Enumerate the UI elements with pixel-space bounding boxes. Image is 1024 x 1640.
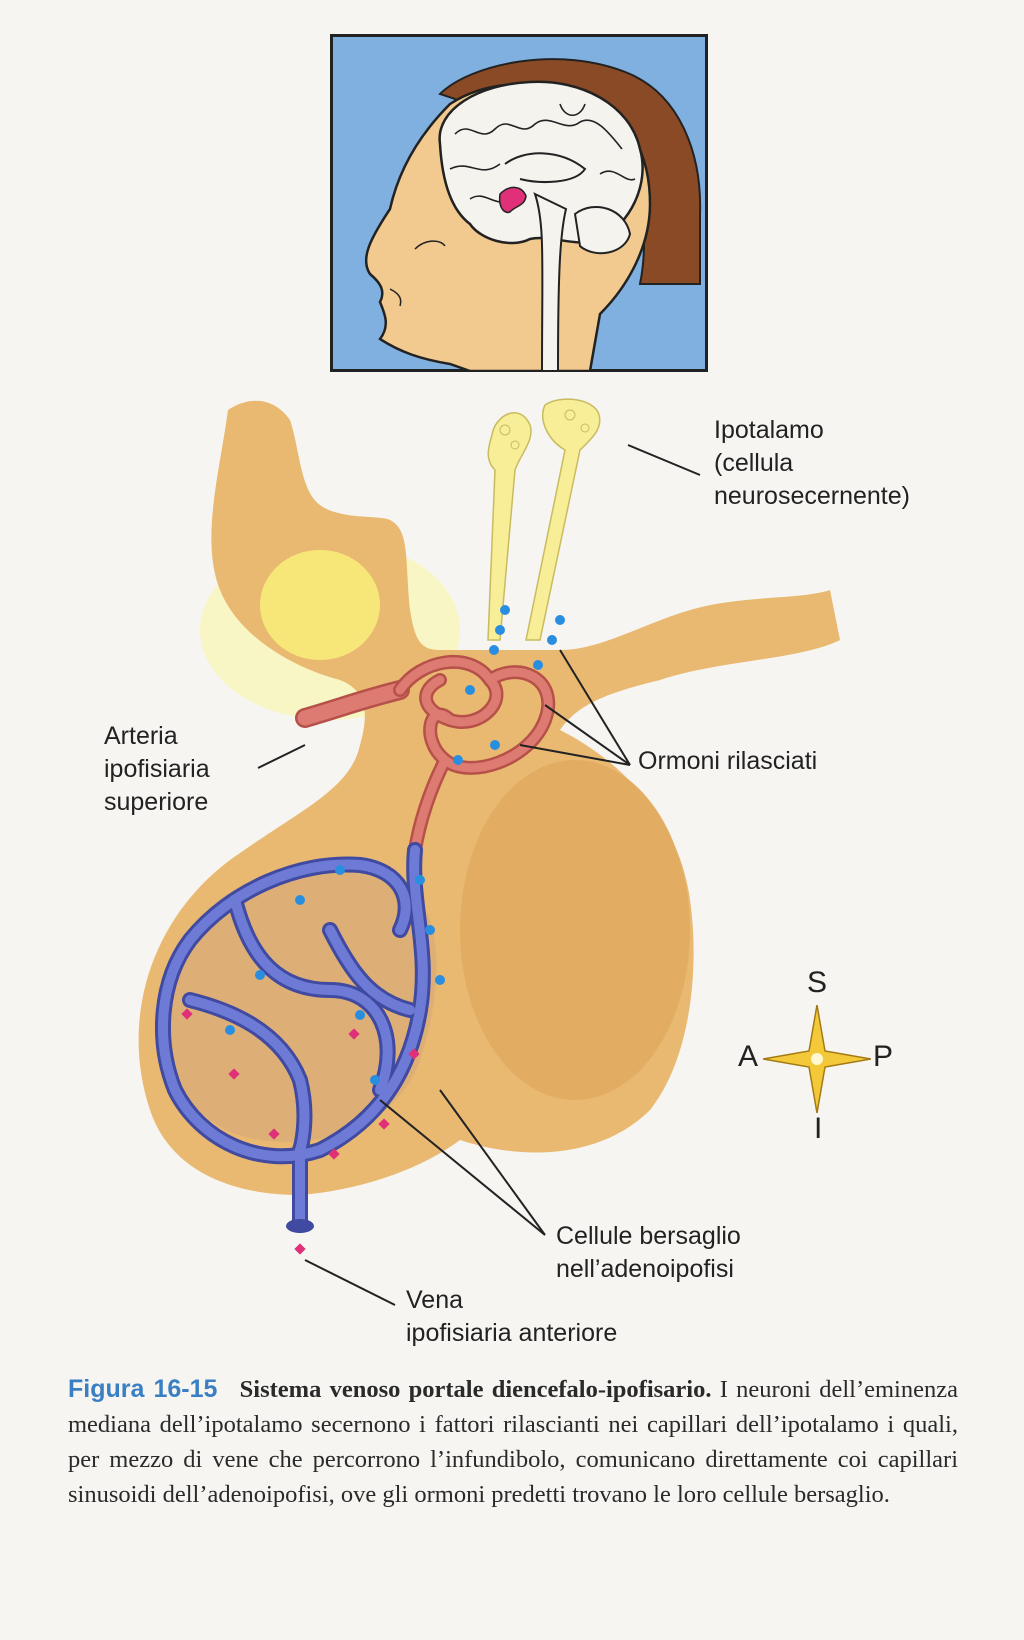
artery-label-line-1: Arteria	[104, 722, 178, 750]
figure-caption-body: I neuroni dell’eminenza mediana dell’ipo…	[68, 1376, 958, 1508]
compass-anterior: A	[738, 1040, 759, 1073]
compass-inferior: I	[814, 1112, 823, 1145]
pituitary-portal-diagram	[138, 398, 841, 1306]
compass-posterior: P	[873, 1040, 894, 1073]
hormones-label: Ormoni rilasciati	[638, 747, 818, 775]
hypothalamus-label-line-3: neurosecernente)	[714, 482, 910, 510]
vein-label: Vena ipofisiaria anteriore	[406, 1284, 617, 1350]
target-cells-label-line-2: nell’adenoipofisi	[556, 1255, 734, 1283]
artery-label-line-2: ipofisiaria	[104, 755, 210, 783]
compass-star-icon	[763, 1005, 871, 1113]
vein-label-line-1: Vena	[406, 1286, 464, 1314]
hypothalamus-label-line-2: (cellula	[714, 449, 794, 477]
figure-caption: Figura 16-15 Sistema venoso portale dien…	[68, 1372, 958, 1512]
target-cells-label-line-1: Cellule bersaglio	[556, 1222, 741, 1250]
hypothalamus-label-line-1: Ipotalamo	[714, 416, 824, 444]
artery-label-line-3: superiore	[104, 788, 209, 816]
vein-label-line-2: ipofisiaria anteriore	[406, 1319, 618, 1347]
figure-number: Figura 16-15	[68, 1375, 218, 1403]
target-cells-label: Cellule bersaglio nell’adenoipofisi	[556, 1220, 741, 1286]
head-brain-illustration	[330, 34, 708, 372]
artery-label: Arteria ipofisiaria superiore	[104, 720, 210, 819]
figure-title: Sistema venoso portale diencefalo-ipofis…	[239, 1376, 712, 1403]
compass-superior: S	[807, 966, 828, 999]
hypothalamus-label: Ipotalamo (cellula neurosecernente)	[714, 414, 910, 513]
